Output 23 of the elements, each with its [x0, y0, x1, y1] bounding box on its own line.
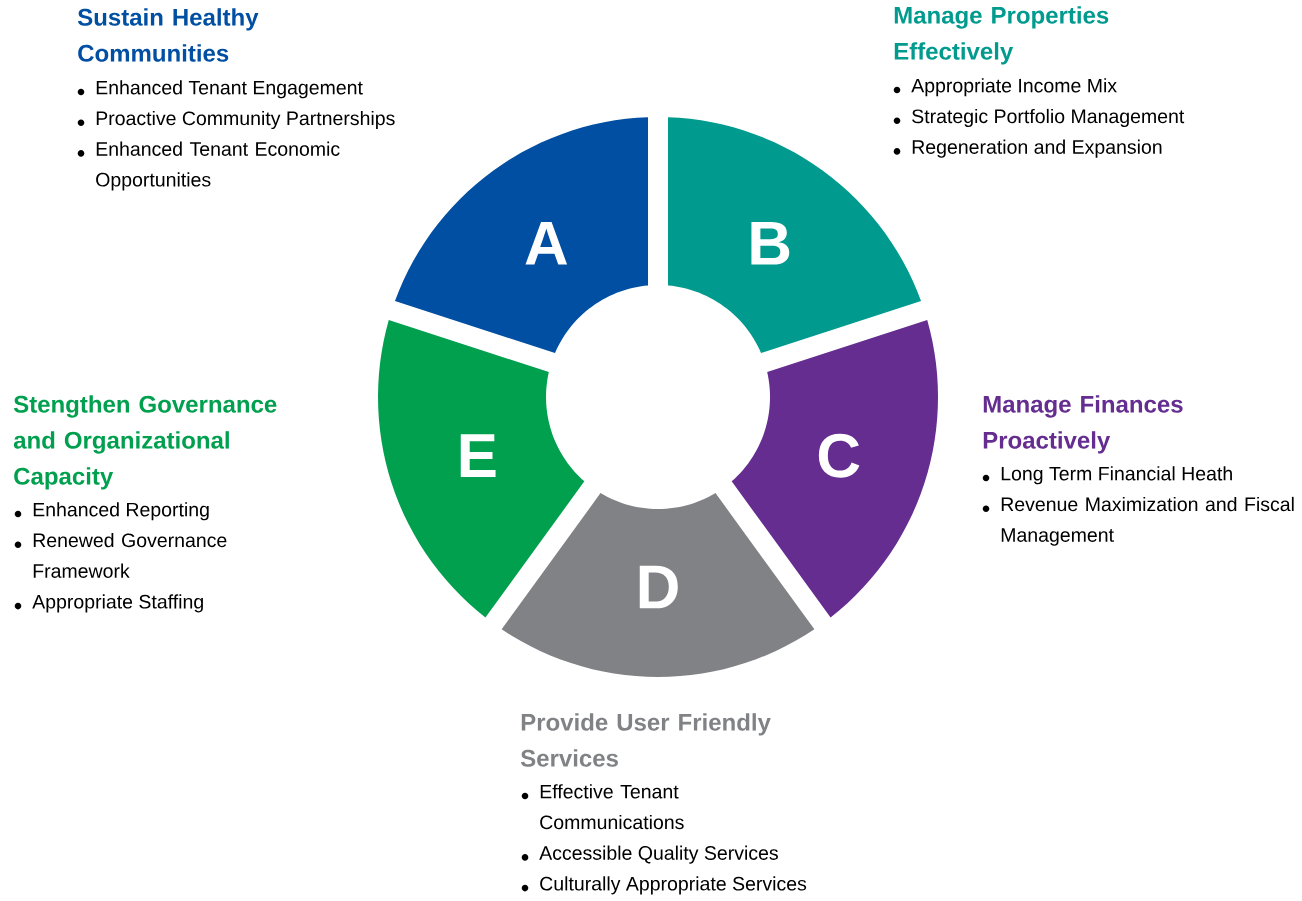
ring-segment: D	[501, 493, 815, 677]
bullet-item: Renewed Governance Framework	[14, 532, 227, 578]
bullet-item: Long Term Financial Heath	[982, 466, 1232, 485]
heading-text: Manage Finances Proactively	[983, 395, 1183, 454]
bullet-item: Proactive Community Partnerships	[77, 110, 395, 130]
heading-text: Manage Properties Effectively	[894, 6, 1109, 65]
ring-segment: C	[731, 320, 938, 618]
ring-segment: A	[394, 117, 648, 353]
bullet-item: Enhanced Reporting	[14, 502, 209, 521]
bullet-item: Enhanced Tenant Economic Opportunities	[77, 141, 340, 191]
bullet-item: Appropriate Income Mix	[893, 78, 1117, 97]
bullet-item: Culturally Appropriate Services	[521, 876, 807, 895]
bullet-item: Strategic Portfolio Management	[893, 108, 1185, 128]
bullet-item: Revenue Maximization and Fiscal Management	[982, 496, 1294, 546]
ring-segment: E	[378, 320, 585, 618]
bullet-item: Accessible Quality Services	[521, 845, 778, 864]
bullet-item: Enhanced Tenant Engagement	[77, 80, 363, 99]
bullet-item: Regeneration and Expansion	[893, 139, 1162, 158]
heading-text: Stengthen Governance and Organizational Capacity	[13, 395, 277, 490]
bullet-item: Appropriate Staffing	[14, 594, 203, 613]
bullet-item: Effective Tenant Communications	[521, 784, 684, 830]
heading-text: Sustain Healthy Communities	[77, 8, 259, 62]
heading-text: Provide User Friendly Services	[520, 713, 771, 767]
